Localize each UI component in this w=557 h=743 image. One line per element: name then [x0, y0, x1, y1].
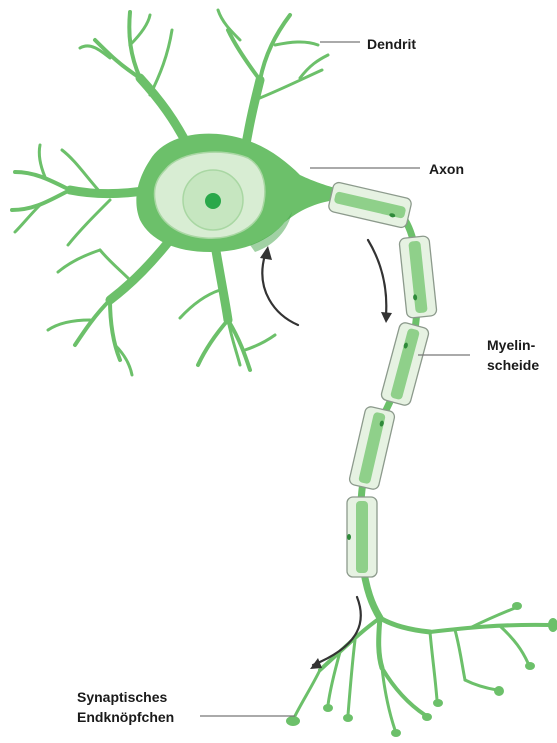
synaptic-terminals: [286, 602, 557, 737]
nucleolus: [205, 193, 221, 209]
myelin-segment: [380, 321, 430, 406]
label-dendrit: Dendrit: [367, 35, 416, 53]
myelin-segment: [347, 497, 377, 577]
label-axon: Axon: [429, 160, 464, 178]
label-synapse-line2: Endknöpfchen: [77, 708, 174, 726]
myelin-segment: [399, 236, 437, 319]
label-myelin-line1: Myelin-: [487, 336, 535, 354]
myelin-segment: [348, 406, 395, 491]
axon-terminals: [293, 608, 550, 730]
myelin-segment: [328, 181, 413, 228]
label-myelin-line2: scheide: [487, 356, 539, 374]
myelin-sheath: [328, 181, 437, 577]
label-synapse-line1: Synaptisches: [77, 688, 167, 706]
